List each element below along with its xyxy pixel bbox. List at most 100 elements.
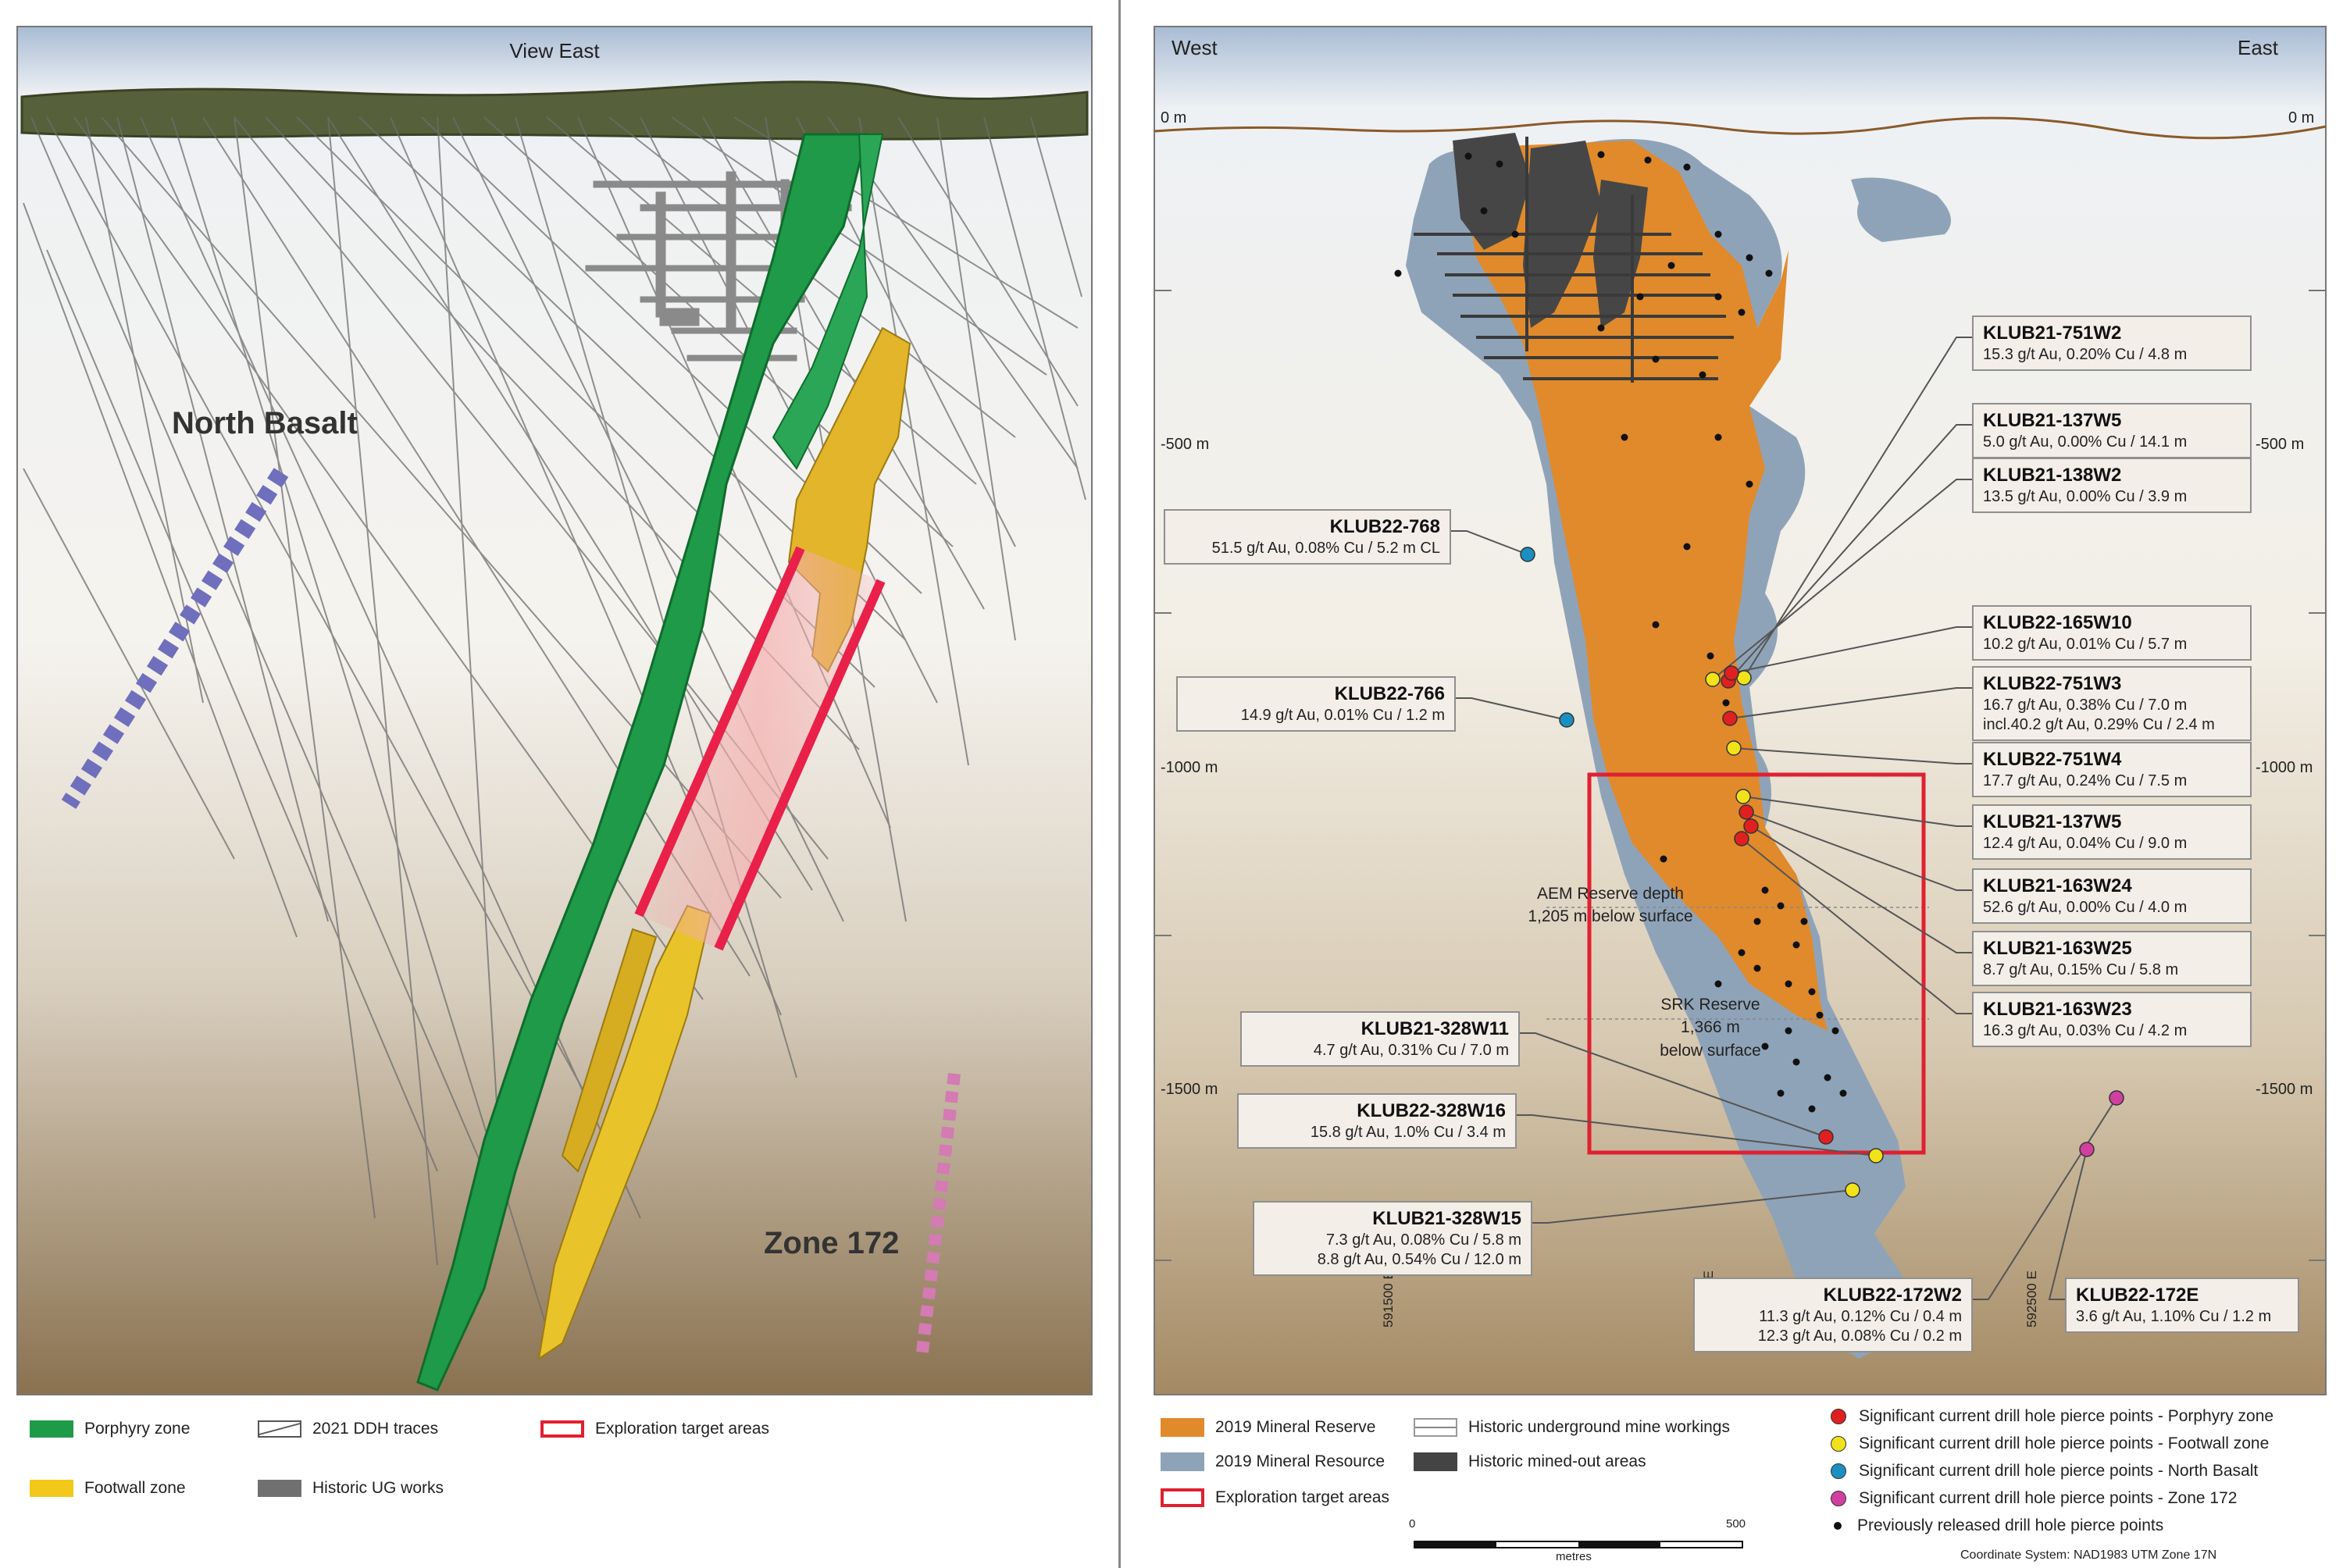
previous-pierce-point [1621,433,1628,441]
callout-assay-line: 51.5 g/t Au, 0.08% Cu / 5.2 m CL [1211,540,1440,557]
mineral-resource-pod [1851,177,1951,242]
callout-assay-line: 5.0 g/t Au, 0.00% Cu / 14.1 m [1983,433,2188,451]
callout-assay-line: 11.3 g/t Au, 0.12% Cu / 0.4 m [1759,1308,1962,1325]
callout-assay-line: 3.6 g/t Au, 1.10% Cu / 1.2 m [2076,1308,2272,1325]
reserve-depth-lines [1546,907,1929,1020]
easting-label: 592500 E [2024,1270,2039,1327]
callout-hole-id: KLUB22-328W16 [1357,1100,1506,1121]
legend-label: 2019 Mineral Resource [1215,1452,1385,1470]
callout-assay-line: 10.2 g/t Au, 0.01% Cu / 5.7 m [1983,636,2188,653]
easting-label: 591500 E [1381,1270,1396,1327]
callout-assay-line: 15.3 g/t Au, 0.20% Cu / 4.8 m [1983,346,2188,363]
depth-ticks [1154,290,2326,1261]
legend-label: Significant current drill hole pierce po… [1859,1434,2270,1452]
callout-assay-line: 12.3 g/t Au, 0.08% Cu / 0.2 m [1757,1327,1962,1345]
pierce-point [1868,1148,1884,1164]
legend-item: Significant current drill hole pierce po… [1831,1407,2273,1426]
legend-item: Significant current drill hole pierce po… [1831,1462,2258,1481]
callout-hole-id: KLUB21-163W24 [1983,875,2132,896]
previous-pierce-point [1660,855,1667,863]
legend-swatch [1161,1488,1204,1507]
callout-leader [1746,811,1972,891]
previous-pierce-point [1777,902,1785,910]
legend-item: Footwall zone [30,1479,186,1498]
callout-leader [1743,337,1972,679]
west-label: West [1172,36,1218,59]
reserve-note-line: 1,366 m [1681,1018,1740,1037]
callout-hole-id: KLUB21-328W11 [1361,1018,1509,1039]
pierce-point [1739,804,1754,820]
zone-172-label: Zone 172 [764,1226,900,1260]
callout-hole-id: KLUB21-328W15 [1372,1208,1521,1229]
left-panel-frame [16,26,1093,1395]
porphyry-zone-body [416,133,868,1392]
callout-assay-line: incl.40.2 g/t Au, 0.29% Cu / 2.4 m [1983,716,2215,733]
callout-assay-line: 14.9 g/t Au, 0.01% Cu / 1.2 m [1240,707,1445,724]
callout-leader [2048,1149,2088,1300]
panel-divider [1118,0,1121,1568]
legend-label: Significant current drill hole pierce po… [1859,1489,2238,1507]
legend-label: Exploration target areas [595,1420,769,1438]
previous-pierce-point [1746,254,1753,262]
previous-pierce-point [1480,207,1488,215]
depth-label-left: 0 m [1161,109,1187,127]
reserve-note: SRK Reserve 1,366 m below surface [1593,993,1828,1062]
current-pierce-points [1520,547,2124,1198]
legend-swatch [1414,1418,1457,1437]
callout-leader [1517,1114,1877,1156]
legend-label: Historic UG works [312,1479,444,1497]
legend-item: 2019 Mineral Resource [1161,1452,1385,1471]
callout-hole-id: KLUB21-163W23 [1983,999,2132,1020]
callout-leader [1741,838,1972,1014]
callout-leader [1742,796,1972,827]
legend-swatch [30,1480,73,1497]
reserve-note-line: below surface [1660,1041,1761,1060]
callout-leader [1532,1189,1853,1224]
reserve-note-line: SRK Reserve [1660,996,1760,1014]
previous-pierce-point [1808,1105,1816,1113]
legend-item: Historic UG works [258,1479,444,1498]
zone-172-trend-arrow [915,1073,961,1360]
previous-pierce-point [1722,699,1730,707]
callout-leader-lines [1451,337,2117,1300]
footwall-zone-lens [561,928,658,1173]
pierce-point [1722,711,1738,726]
callout-assay-line: 16.3 g/t Au, 0.03% Cu / 4.2 m [1983,1022,2188,1039]
porphyry-zone-branch [772,134,884,470]
legend-swatch [1161,1452,1204,1471]
callout-leader [1750,825,1972,953]
scale-unit: metres [1556,1550,1592,1563]
callout-assay-line: 16.7 g/t Au, 0.38% Cu / 7.0 m [1983,697,2188,714]
depth-label-right: -500 m [2256,436,2305,453]
callout-leader [1728,424,1972,682]
drill-hole-callout: KLUB21-163W23 16.3 g/t Au, 0.03% Cu / 4.2… [1972,992,2252,1047]
callout-hole-id: KLUB21-751W2 [1983,323,2122,344]
previous-pierce-point [1753,918,1761,925]
legend-label: Historic mined-out areas [1468,1452,1646,1470]
legend-point-marker [1831,1409,1846,1424]
scale-bar [1414,1541,1743,1548]
surface-topography [20,80,1089,141]
depth-label-left: -1500 m [1161,1081,1218,1098]
previous-pierce-point [1792,941,1800,949]
legend-swatch [258,1480,301,1497]
legend-label: Porphyry zone [84,1420,191,1438]
legend-label: Footwall zone [84,1479,186,1497]
previous-pierce-point [1839,1089,1847,1097]
pierce-point [1520,547,1535,562]
callout-leader [1731,626,1972,674]
callout-assay-line: 13.5 g/t Au, 0.00% Cu / 3.9 m [1983,488,2188,505]
depth-label-left: -1000 m [1161,759,1218,776]
pierce-point [2109,1090,2124,1106]
previous-pierce-point [1753,964,1761,972]
legend-point-marker [1834,1522,1842,1530]
legend-item: Historic mined-out areas [1414,1452,1646,1471]
previous-pierce-point [1785,980,1792,988]
previous-pierce-point [1765,269,1773,277]
legend-item: Historic underground mine workings [1414,1418,1730,1437]
callout-hole-id: KLUB22-766 [1334,683,1445,704]
